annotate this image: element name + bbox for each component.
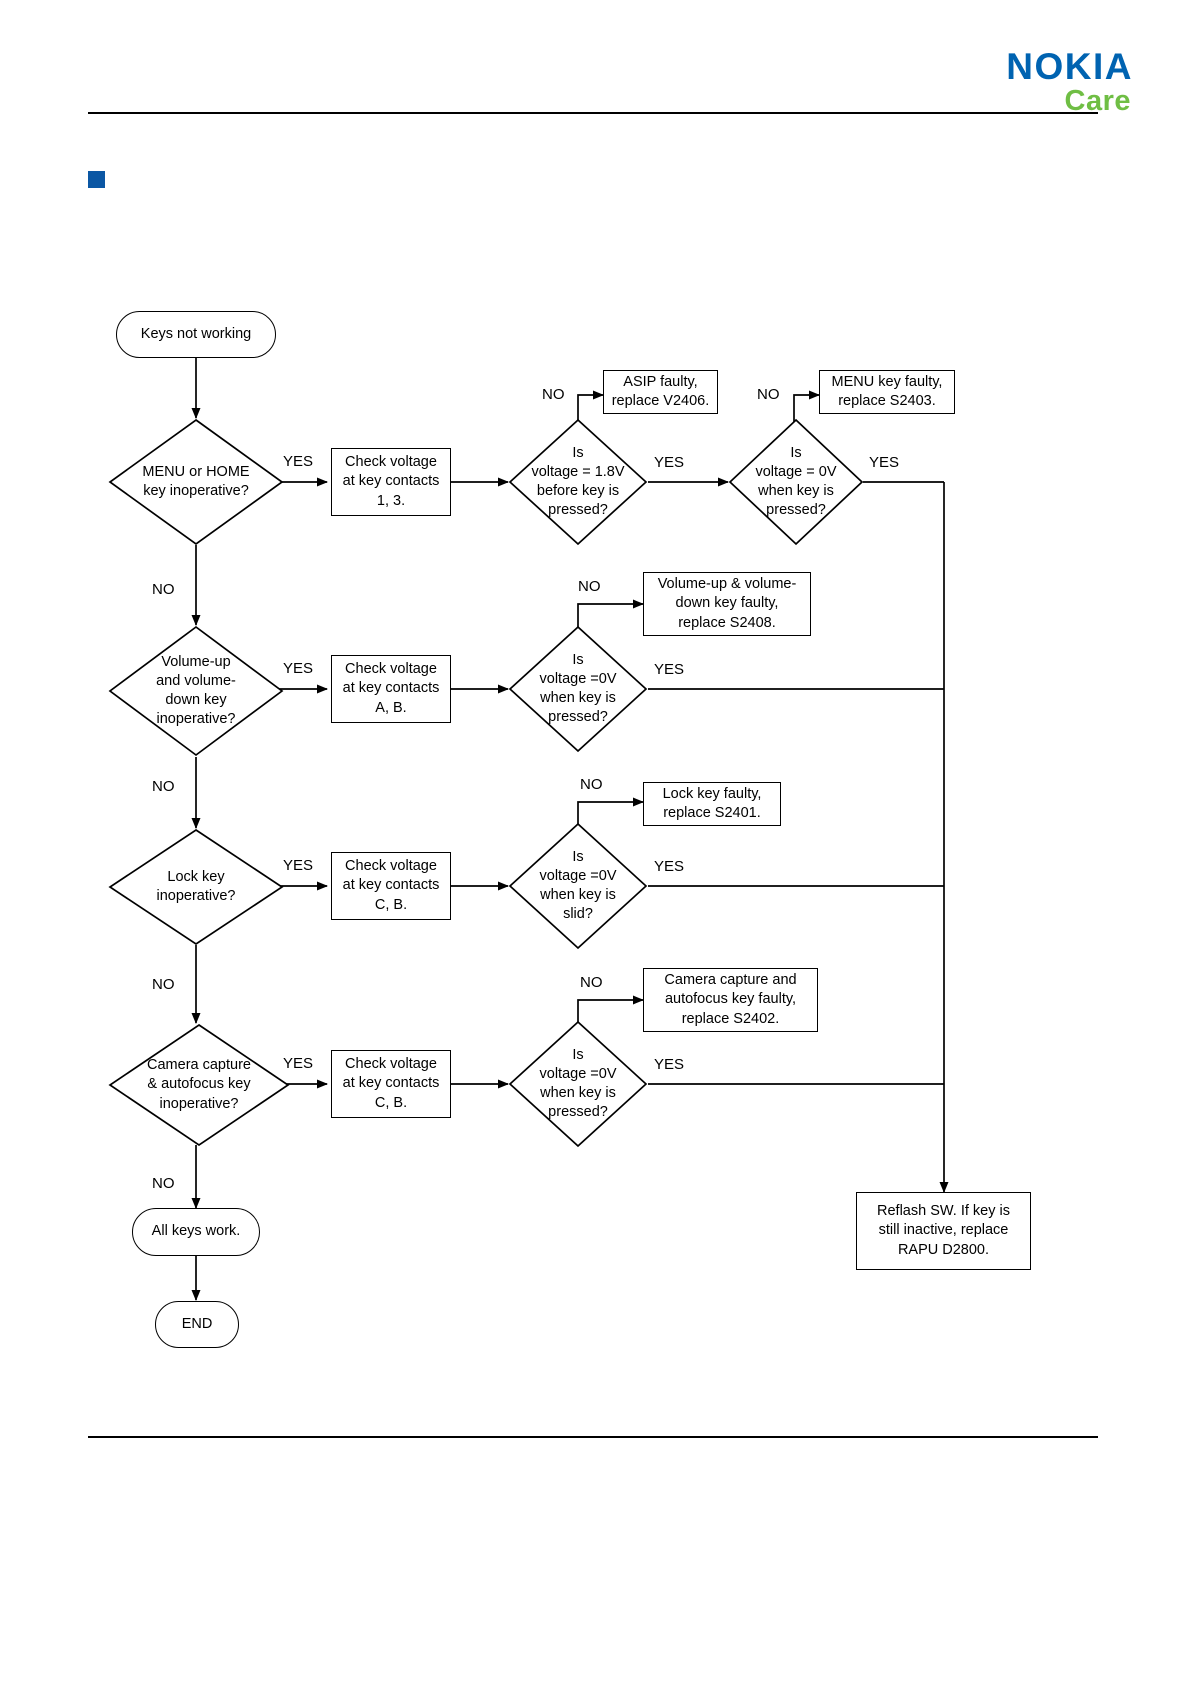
edge-label-yes-lock: YES xyxy=(283,857,314,874)
flow-result-all-keys-work[interactable]: All keys work. xyxy=(132,1208,260,1256)
edge-label-yes-volume: YES xyxy=(283,660,314,677)
diamond-shape xyxy=(508,822,648,950)
edge-label-yes-voltage-0v-volume: YES xyxy=(654,661,685,678)
diamond-shape xyxy=(508,1020,648,1148)
edge-label-no-asip: NO xyxy=(542,386,565,403)
result-lock-key-faulty-label: Lock key faulty,replace S2401. xyxy=(662,785,762,821)
diamond-shape xyxy=(728,418,864,546)
diamond-shape xyxy=(508,625,648,753)
edge-label-no-lock-faulty: NO xyxy=(580,776,603,793)
edge-label-yes-voltage-18v: YES xyxy=(654,454,685,471)
care-wordmark: Care xyxy=(1064,85,1131,117)
flow-end-label: END xyxy=(181,1315,213,1332)
edge-label-no-menu-key: NO xyxy=(757,386,780,403)
edge-label-no-camera: NO xyxy=(152,1175,175,1192)
edge-label-no-lock: NO xyxy=(152,976,175,993)
edge-label-no-camera-faulty: NO xyxy=(580,974,603,991)
diamond-shape xyxy=(108,418,284,546)
diamond-shape xyxy=(108,625,284,757)
flow-end-terminator[interactable]: END xyxy=(155,1301,239,1348)
result-asip-faulty-label: ASIP faulty,replace V2406. xyxy=(611,373,710,409)
edge-label-yes-voltage-0v-lock: YES xyxy=(654,858,685,875)
edge-label-yes-camera: YES xyxy=(283,1055,314,1072)
flow-start-label: Keys not working xyxy=(140,325,252,342)
diamond-shape xyxy=(508,418,648,546)
result-asip-faulty[interactable]: ASIP faulty,replace V2406. xyxy=(603,370,718,414)
result-lock-key-faulty[interactable]: Lock key faulty,replace S2401. xyxy=(643,782,781,826)
edge-label-yes-voltage-0v-camera: YES xyxy=(654,1056,685,1073)
edge-label-no-volume-faulty: NO xyxy=(578,578,601,595)
section-bullet-marker xyxy=(88,171,105,188)
edge-label-no-menu-home: NO xyxy=(152,581,175,598)
header-divider xyxy=(88,112,1098,114)
footer-divider xyxy=(88,1436,1098,1438)
result-menu-key-faulty[interactable]: MENU key faulty,replace S2403. xyxy=(819,370,955,414)
edge-label-yes-menu-home: YES xyxy=(283,453,314,470)
nokia-wordmark: NOKIA xyxy=(1006,46,1133,87)
result-volume-key-faulty-label: Volume-up & volume-down key faulty,repla… xyxy=(657,576,797,631)
diamond-shape xyxy=(108,828,284,946)
flow-start-keys-not-working[interactable]: Keys not working xyxy=(116,311,276,358)
flow-result-all-keys-work-label: All keys work. xyxy=(151,1223,241,1240)
result-menu-key-faulty-label: MENU key faulty,replace S2403. xyxy=(831,373,943,409)
edge-label-no-volume: NO xyxy=(152,778,175,795)
diamond-shape xyxy=(108,1023,290,1147)
edge-label-yes-voltage-0v-menu: YES xyxy=(869,454,900,471)
nokia-care-logo: NOKIA Care xyxy=(1006,48,1133,116)
result-volume-key-faulty[interactable]: Volume-up & volume-down key faulty,repla… xyxy=(643,572,811,636)
